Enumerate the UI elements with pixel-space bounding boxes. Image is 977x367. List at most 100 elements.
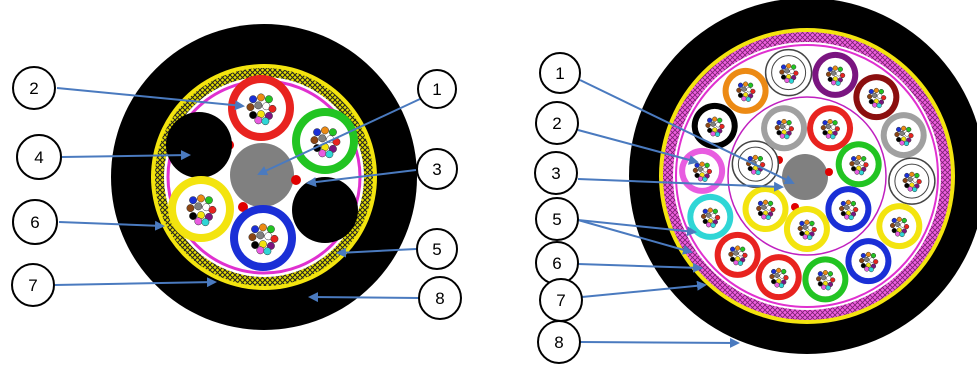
optical-fiber (899, 140, 905, 146)
optical-fiber (896, 216, 902, 222)
optical-fiber (706, 222, 712, 228)
optical-fiber (896, 126, 902, 133)
arrow-7 (581, 280, 707, 298)
optical-fiber (705, 122, 711, 128)
optical-fiber (822, 270, 828, 276)
right-loose-tube (722, 67, 769, 114)
optical-fiber (714, 214, 721, 221)
optical-fiber (863, 162, 869, 168)
optical-fiber (251, 225, 260, 234)
optical-fiber (254, 101, 263, 110)
optical-fiber (916, 179, 922, 185)
optical-fiber (710, 131, 716, 137)
optical-fiber (845, 199, 851, 205)
optical-fiber (318, 149, 327, 158)
optical-fiber (710, 121, 716, 127)
label-text: 2 (29, 79, 38, 98)
optical-fiber (733, 260, 739, 266)
right-central-member (782, 154, 828, 200)
right-loose-tube (764, 48, 813, 97)
optical-fiber (821, 284, 827, 290)
optical-fiber (760, 162, 766, 168)
optical-fiber (779, 69, 785, 75)
optical-fiber (840, 210, 846, 217)
arrow-8 (579, 337, 740, 348)
label-text: 3 (432, 160, 441, 179)
optical-fiber (904, 182, 910, 189)
optical-fiber (809, 220, 815, 227)
optical-fiber (714, 131, 721, 137)
label-text: 8 (554, 333, 563, 352)
optical-fiber (791, 64, 797, 70)
optical-fiber (325, 150, 334, 159)
optical-fiber (740, 246, 746, 252)
optical-fiber (901, 217, 907, 224)
optical-fiber (189, 212, 198, 220)
optical-fiber (895, 231, 901, 237)
right-loose-tubes (679, 48, 936, 303)
arrow-5 (336, 247, 417, 258)
optical-fiber (807, 234, 813, 241)
optical-fiber (889, 222, 896, 229)
optical-fiber (741, 86, 747, 92)
arrow-3 (577, 178, 784, 192)
optical-fiber (719, 123, 725, 130)
optical-fiber (761, 214, 767, 220)
optical-fiber (704, 162, 710, 168)
optical-fiber (770, 206, 776, 213)
optical-fiber (850, 200, 857, 207)
optical-fiber (774, 272, 780, 279)
optical-fiber (779, 133, 785, 139)
optical-fiber (831, 70, 837, 76)
optical-fiber (873, 259, 879, 265)
arrow-4 (61, 150, 191, 161)
optical-fiber (702, 208, 708, 214)
label-badge: 1 (539, 52, 581, 94)
optical-fiber (266, 225, 275, 234)
optical-fiber (321, 126, 329, 135)
label-badge: 7 (11, 263, 55, 307)
optical-fiber (799, 220, 805, 227)
optical-fiber (707, 117, 713, 123)
right-loose-tube (802, 256, 849, 303)
label-text: 5 (432, 240, 441, 259)
optical-fiber (747, 155, 753, 162)
optical-fiber (194, 217, 203, 226)
label-badge: 6 (535, 241, 579, 285)
right-loose-tube (714, 231, 761, 278)
optical-fiber (707, 127, 713, 134)
optical-fiber (868, 88, 874, 95)
optical-fiber (902, 177, 908, 184)
optical-fiber (872, 102, 878, 108)
optical-fiber (706, 168, 713, 175)
optical-fiber (881, 95, 887, 101)
left-central-member (230, 143, 294, 207)
optical-fiber (912, 186, 918, 193)
optical-fiber (729, 256, 736, 262)
label-badge: 3 (416, 148, 458, 190)
optical-fiber (827, 118, 833, 125)
optical-fiber (904, 172, 910, 179)
optical-fiber (784, 68, 790, 74)
optical-fiber (737, 82, 744, 88)
optical-fiber (825, 71, 832, 77)
optical-fiber (757, 155, 763, 162)
optical-fiber (825, 285, 831, 291)
optical-fiber (774, 125, 780, 131)
optical-fiber (851, 156, 857, 162)
optical-fiber (741, 96, 747, 102)
label-badge: 2 (535, 101, 579, 145)
optical-fiber (204, 196, 213, 205)
optical-fiber (872, 92, 878, 99)
optical-fiber (737, 92, 744, 98)
optical-fiber (742, 252, 748, 258)
optical-fiber (263, 247, 272, 256)
optical-fiber (820, 125, 826, 131)
label-text: 7 (28, 276, 37, 295)
right-loose-tube (755, 254, 802, 301)
optical-fiber (697, 176, 704, 182)
label-text: 1 (555, 64, 564, 83)
optical-fiber (257, 93, 265, 102)
label-badge: 4 (16, 134, 62, 180)
label-badge: 1 (417, 69, 457, 109)
